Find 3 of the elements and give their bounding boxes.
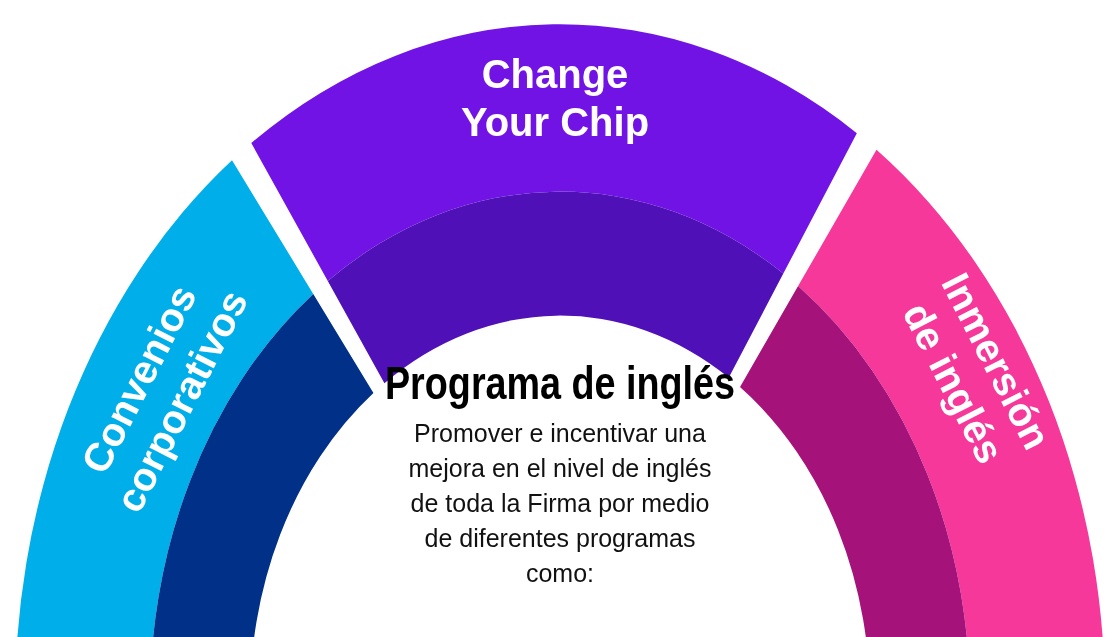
heading: Programa de inglés <box>383 356 737 410</box>
segment-label: Change Your Chip <box>459 51 651 146</box>
description-text: Promover e incentivar una mejora en el nivel de inglés de toda la Firma por medio de diferentes programas como: <box>407 418 713 589</box>
